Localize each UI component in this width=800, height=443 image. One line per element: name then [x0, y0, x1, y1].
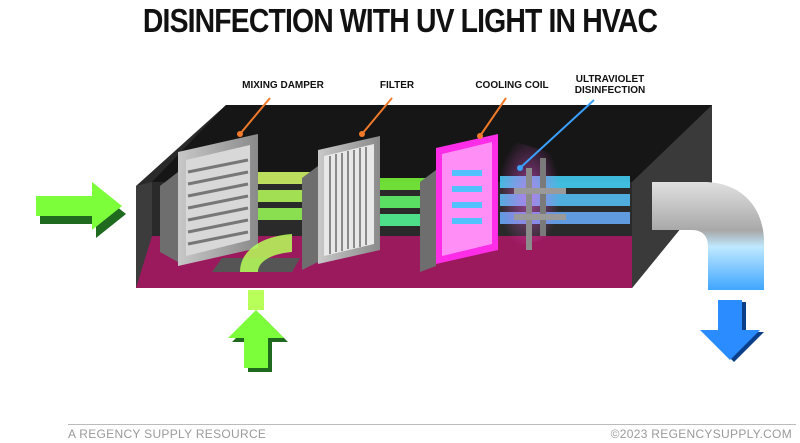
mixing-damper — [160, 134, 258, 266]
label-filter: FILTER — [379, 80, 415, 91]
footer-right: ©2023 REGENCYSUPPLY.COM — [610, 427, 792, 441]
label-uv-line2: DISINFECTION — [574, 85, 646, 96]
supply-air-arrow-icon — [700, 300, 764, 362]
label-ultraviolet-disinfection: ULTRAVIOLET DISINFECTION — [560, 74, 660, 96]
outside-air-arrow-icon — [36, 182, 126, 238]
page-title: DISINFECTION WITH UV LIGHT IN HVAC — [142, 2, 658, 39]
return-air-chute — [212, 234, 300, 272]
uv-lamp — [514, 158, 566, 250]
footer-left: A REGENCY SUPPLY RESOURCE — [68, 427, 267, 441]
label-uv-line1: ULTRAVIOLET — [575, 74, 645, 85]
footer-divider — [68, 424, 796, 425]
filter — [302, 136, 380, 270]
return-air-arrow-icon — [228, 290, 288, 372]
label-cooling-coil: COOLING COIL — [475, 80, 549, 91]
label-mixing-damper: MIXING DAMPER — [242, 80, 324, 91]
supply-duct-elbow — [652, 182, 764, 290]
label-leaders — [237, 97, 595, 171]
